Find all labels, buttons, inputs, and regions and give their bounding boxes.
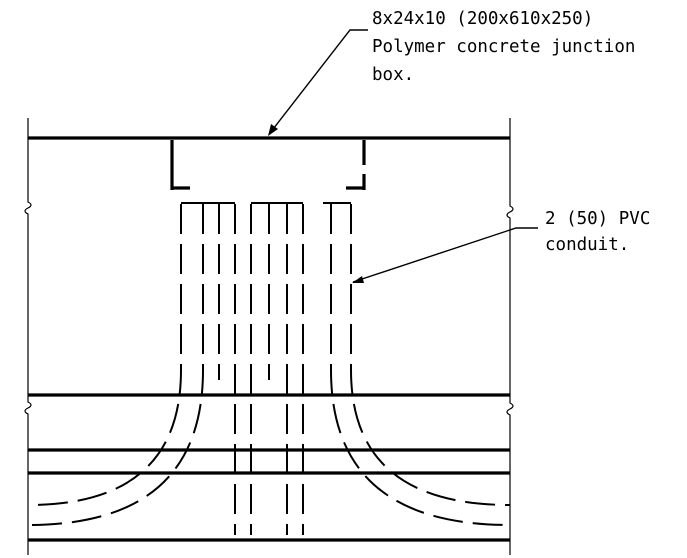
leader-line bbox=[269, 29, 368, 134]
callout-line: 8x24x10 (200x610x250) bbox=[372, 9, 593, 29]
right-sweep-conduit-outer bbox=[350, 204, 511, 506]
arrowhead-icon bbox=[352, 276, 364, 283]
left-sweep-conduit-inner bbox=[27, 204, 204, 526]
callout-line: Polymer concrete junction bbox=[372, 37, 635, 57]
callout-line: 2 (50) PVC bbox=[545, 209, 650, 229]
left-sweep-conduit-outer bbox=[27, 204, 182, 506]
callout-line: box. bbox=[372, 65, 414, 85]
leader-line bbox=[352, 227, 538, 283]
junction-box bbox=[170, 140, 366, 190]
arrowhead-icon bbox=[268, 124, 278, 136]
right-sweep-conduits bbox=[330, 204, 511, 526]
horizontal-edge-lines bbox=[28, 136, 510, 542]
inner-conduits bbox=[218, 204, 270, 380]
right-sweep-conduit-inner bbox=[330, 204, 511, 526]
left-boundary-line bbox=[24, 118, 32, 555]
junction-box-leader bbox=[268, 29, 368, 136]
callout-line: conduit. bbox=[545, 235, 629, 255]
side-boundary-lines bbox=[24, 118, 514, 555]
right-boundary-line bbox=[506, 118, 514, 555]
junction-box-callout: 8x24x10 (200x610x250) Polymer concrete j… bbox=[372, 9, 646, 85]
conduit-leader bbox=[352, 227, 538, 283]
conduit-callout: 2 (50) PVC conduit. bbox=[545, 209, 661, 255]
left-sweep-conduits bbox=[27, 204, 204, 526]
through-conduits bbox=[234, 204, 304, 535]
